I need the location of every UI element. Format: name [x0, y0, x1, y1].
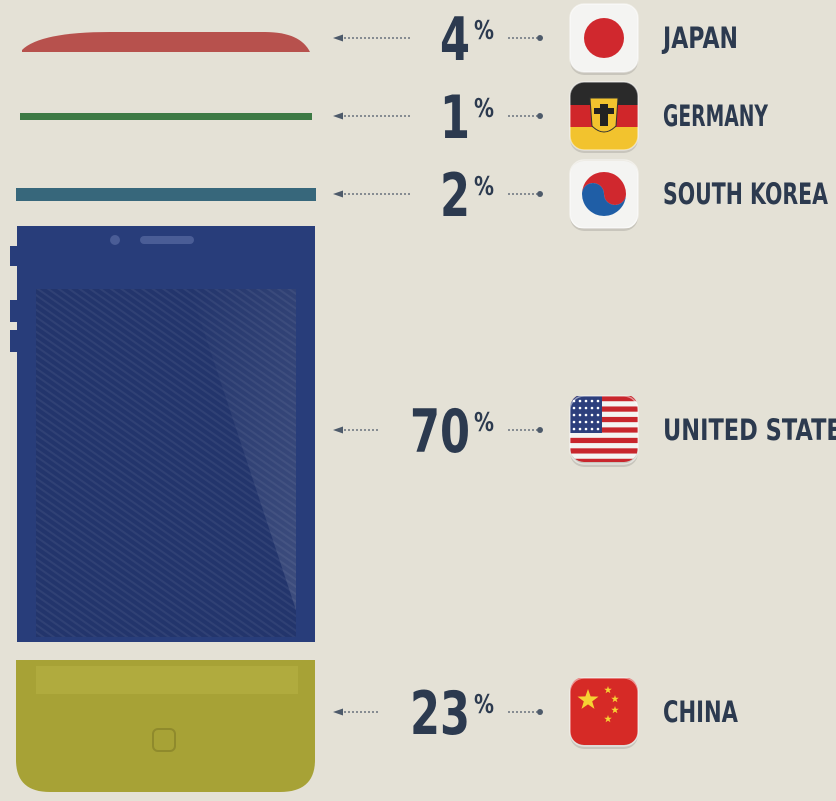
phone-speaker — [140, 236, 194, 244]
category-label-japan: JAPAN — [661, 21, 738, 55]
phone-screen-glare — [190, 289, 296, 610]
phone-camera — [110, 235, 120, 245]
value-suffix-japan: % — [474, 16, 494, 46]
flag-frame — [569, 3, 639, 73]
value-label-south-korea: 2 — [440, 161, 470, 231]
flag-frame — [569, 677, 639, 747]
flag-frame — [569, 159, 639, 229]
leader-dot-icon — [537, 427, 543, 433]
germany-flag-icon — [570, 82, 638, 150]
phone-bottom-highlight — [36, 666, 298, 694]
japan-flag-icon — [570, 4, 638, 72]
value-suffix-germany: % — [474, 94, 494, 124]
value-suffix-china: % — [474, 690, 494, 720]
category-label-germany: GERMANY — [663, 99, 769, 133]
phone-side-button — [10, 246, 17, 266]
bar-south-korea — [16, 188, 316, 201]
arrow-left-icon — [333, 112, 343, 120]
leader-dot-icon — [537, 191, 543, 197]
phone-volume-down — [10, 330, 17, 352]
south-korea-flag-icon — [570, 161, 638, 228]
leader-dot-icon — [537, 35, 543, 41]
leader-dot-icon — [537, 113, 543, 119]
leader-dot-icon — [537, 709, 543, 715]
arrow-left-icon — [333, 426, 343, 434]
value-label-germany: 1 — [440, 83, 470, 153]
category-label-united-states: UNITED STATES — [663, 413, 836, 447]
value-label-japan: 4 — [440, 5, 470, 75]
category-label-south-korea: SOUTH KOREA — [663, 177, 828, 211]
bar-japan — [22, 32, 310, 52]
arrow-left-icon — [333, 708, 343, 716]
value-suffix-south-korea: % — [474, 172, 494, 202]
value-label-china: 23 — [410, 679, 470, 749]
arrow-left-icon — [333, 190, 343, 198]
category-label-china: CHINA — [663, 695, 738, 729]
home-button-icon — [152, 728, 176, 752]
phone-volume-up — [10, 300, 17, 322]
china-flag-icon — [570, 678, 638, 745]
united-states-flag-icon — [570, 396, 638, 462]
bar-germany — [20, 113, 312, 120]
flag-frame — [569, 81, 639, 151]
value-suffix-united-states: % — [474, 408, 494, 438]
value-label-united-states: 70 — [410, 397, 470, 467]
flag-frame — [569, 395, 639, 465]
arrow-left-icon — [333, 34, 343, 42]
